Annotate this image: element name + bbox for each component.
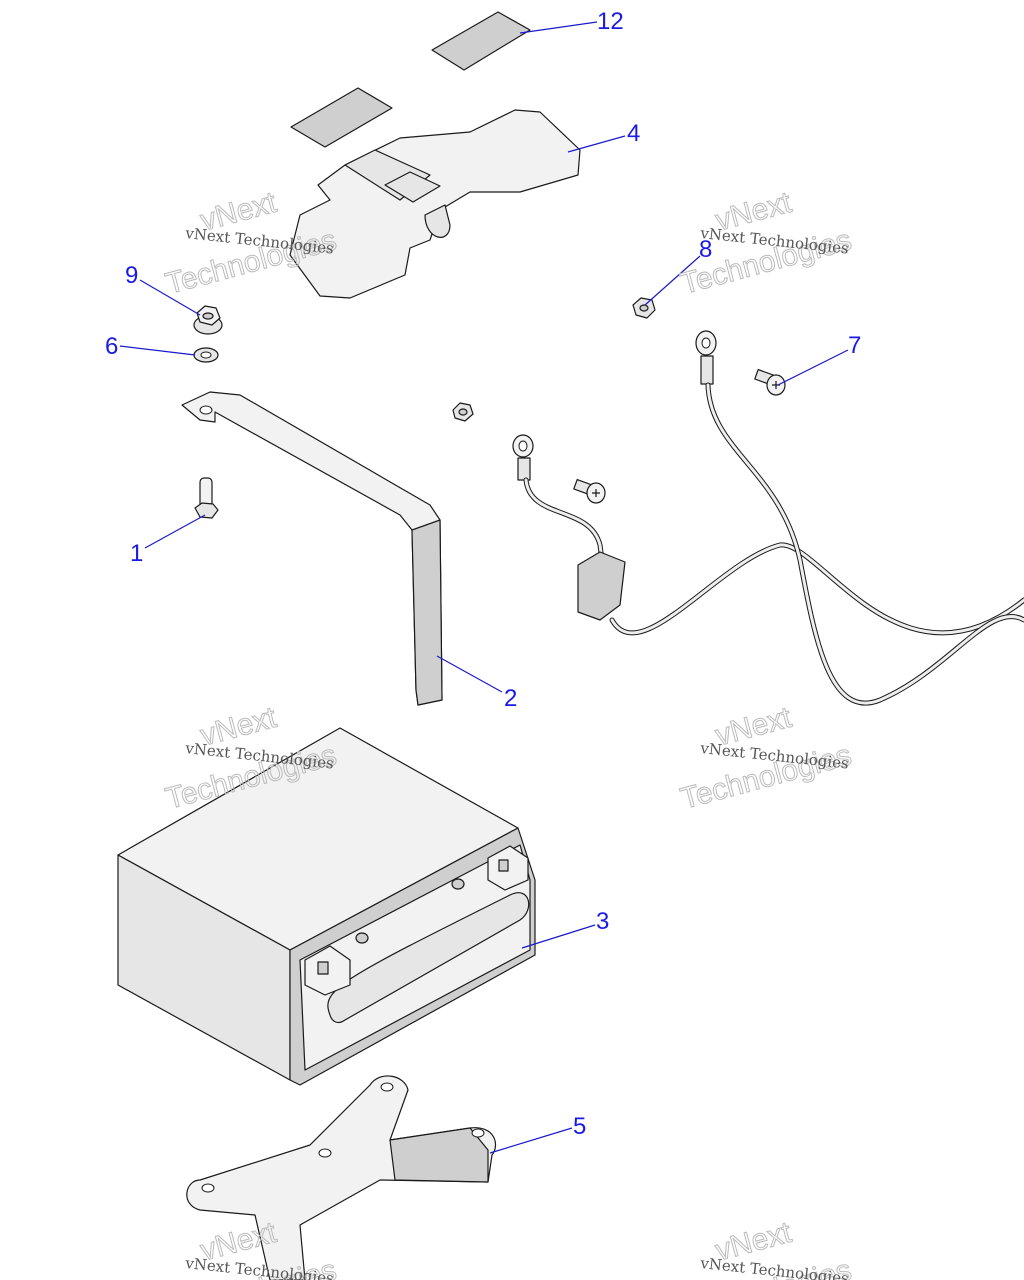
part-9-flange-nut [193,305,223,335]
callout-5: 5 [573,1113,586,1140]
callout-3: 3 [596,908,609,935]
cable-short [512,434,1024,636]
callout-6: 6 [105,333,118,360]
part-8-nut [632,297,656,319]
callout-8: 8 [699,236,712,263]
cable-long [695,330,1024,706]
part-12-pad [290,11,531,148]
watermark-5: vNext Technologies vNext Technologies [162,1215,341,1280]
part-5-battery-tray [186,1075,497,1280]
callout-2: 2 [504,685,517,712]
callout-leaders [119,21,849,1154]
part-nut-small [452,402,474,422]
callout-labels: 12 4 9 8 6 7 1 2 3 5 [105,8,861,1140]
callout-9: 9 [125,262,138,289]
callout-7: 7 [848,332,861,359]
part-7-screw [754,368,786,396]
part-3-battery [117,727,536,1086]
callout-4: 4 [627,120,640,147]
watermark-6: vNext Technologies vNext Technologies [677,1215,856,1280]
part-1-bolt [194,477,219,519]
callout-12: 12 [597,8,624,35]
part-4-battery-cover [289,109,581,299]
part-2-hold-down-strap [181,391,443,706]
callout-1: 1 [130,540,143,567]
watermark-4: vNext Technologies vNext Technologies [677,700,856,816]
part-screw-small [573,478,606,504]
part-6-lock-washer [193,347,219,363]
